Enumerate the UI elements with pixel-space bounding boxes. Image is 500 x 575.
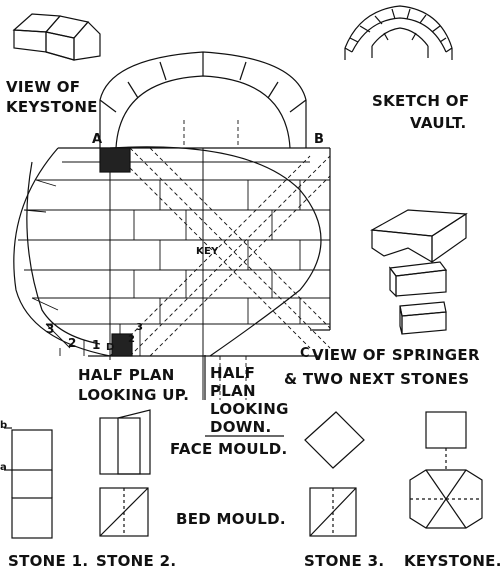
springer-view-sketch <box>370 209 468 335</box>
point-b-label: B <box>314 132 325 147</box>
course-number-3-right: 3 <box>136 322 144 333</box>
keystone-label: KEYSTONE. <box>404 552 500 570</box>
half-plan-down-label-line2: PLAN <box>210 382 256 400</box>
point-a-label: A <box>92 132 103 147</box>
springer-view-label-line2: & TWO NEXT STONES <box>284 370 470 388</box>
point-d-label: D <box>106 342 115 353</box>
stone-2-label: STONE 2. <box>96 552 177 570</box>
half-plan-up-label-line1: HALF PLAN <box>78 366 175 384</box>
point-c-label: C <box>300 346 310 361</box>
stone-3-label: STONE 3. <box>304 552 385 570</box>
course-number-1: 1 <box>92 338 101 352</box>
mould-a-label: a <box>0 462 8 473</box>
course-number-3-left: 3 <box>46 322 55 336</box>
moulds-drawing <box>4 409 483 539</box>
mould-b-label: b <box>0 420 8 431</box>
course-number-2-right: 2 <box>128 334 136 345</box>
keystone-view-label-line2: KEYSTONE <box>6 98 98 116</box>
vault-sketch <box>344 5 453 60</box>
main-plan-drawing <box>13 51 331 400</box>
half-plan-up-label-line2: LOOKING UP. <box>78 386 190 404</box>
keystone-view-sketch <box>12 13 101 61</box>
face-mould-label: FACE MOULD. <box>170 440 288 458</box>
course-number-2-left: 2 <box>68 336 77 350</box>
half-plan-down-label-line1: HALF <box>210 364 256 382</box>
bed-mould-label: BED MOULD. <box>176 510 286 528</box>
keystone-view-label-line1: VIEW OF <box>6 78 81 96</box>
half-plan-down-label-line4: DOWN. <box>210 418 272 436</box>
half-plan-down-label-line3: LOOKING <box>210 400 289 418</box>
stone-1-label: STONE 1. <box>8 552 89 570</box>
vault-sketch-label-line1: SKETCH OF <box>372 92 470 110</box>
vault-sketch-label-line2: VAULT. <box>410 114 467 132</box>
springer-view-label-line1: VIEW OF SPRINGER <box>312 346 480 364</box>
key-label: KEY <box>196 246 219 257</box>
